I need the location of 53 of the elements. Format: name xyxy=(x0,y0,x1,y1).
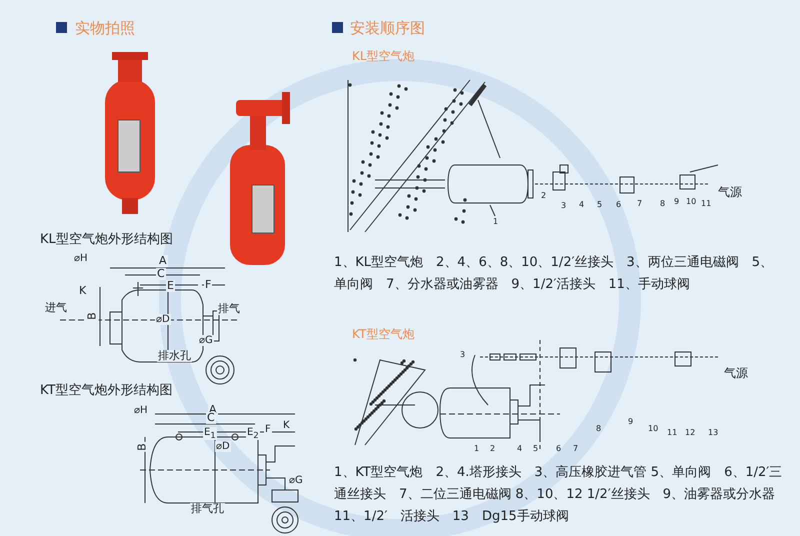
dimension-label: A xyxy=(158,255,168,268)
dimension-label: E$_{2}$ xyxy=(246,427,260,440)
callout-number: 4 xyxy=(579,201,584,210)
drawing-title: KL型空气炮外形结构图 xyxy=(40,233,173,248)
dimension-label: F xyxy=(264,424,272,435)
part-label: 进气 xyxy=(44,302,68,314)
dimension-label: E$_{1}$ xyxy=(203,427,217,440)
caption-text: 1、KL型空气炮 2、4、6、8、10、1/2′丝接头 3、两位三通电磁阀 5、单向阀 7、分水器或油雾器 9、1/2′活接头 11、手动球阀 xyxy=(334,254,774,294)
callout-number: 4 xyxy=(517,445,522,454)
dimension-label: E xyxy=(166,280,175,292)
callout-number: 6 xyxy=(556,445,562,454)
part-label: 气源 xyxy=(717,186,743,200)
callout-number: 10 xyxy=(648,425,658,434)
callout-number: 8 xyxy=(660,200,666,209)
callout-number: 5 xyxy=(597,201,602,210)
callout-number: 2 xyxy=(541,192,546,201)
part-label: 排水孔 xyxy=(157,350,192,362)
part-label: 气源 xyxy=(723,367,749,380)
caption-text: 1、KT型空气炮 2、4.塔形接头 3、高压橡胶进气管 5、单向阀 6、1/2′三通丝接头 7、二位三通电磁阀 8、10、12 1/2′丝接头 9、油雾器或分水器 11、1/2′ 活接头 13 Dg15手动球阀 xyxy=(334,464,784,526)
part-label: 排气孔 xyxy=(190,503,225,516)
callout-number: 9 xyxy=(674,198,680,207)
dimension-label: ⌀G xyxy=(288,475,304,486)
callout-number: 1 xyxy=(474,445,480,454)
drawing-title: KT型空气炮外形结构图 xyxy=(40,384,172,398)
callout-number: 6 xyxy=(616,201,622,210)
dimension-label: ⌀G xyxy=(198,335,214,346)
callout-number: 9 xyxy=(628,418,634,427)
callout-number: 3 xyxy=(460,351,466,360)
dimension-label: ⌀D xyxy=(155,314,171,325)
callout-number: 7 xyxy=(637,200,642,209)
dimension-label: C xyxy=(156,268,166,280)
callout-number: 11 xyxy=(667,429,678,438)
callout-number: 8 xyxy=(596,425,602,434)
callout-number: 1 xyxy=(493,218,498,227)
callout-number: 7 xyxy=(573,445,578,454)
section-heading: 实物拍照 xyxy=(75,20,135,36)
callout-number: 10 xyxy=(686,198,696,207)
callout-number: 2 xyxy=(490,445,496,454)
callout-number: 12 xyxy=(685,429,696,438)
drawing-title: KT型空气炮 xyxy=(352,328,414,342)
callout-number: 3 xyxy=(561,202,566,211)
callout-number: 11 xyxy=(701,200,712,209)
drawing-title: KL型空气炮 xyxy=(352,50,415,64)
callout-number: 13 xyxy=(708,429,718,438)
part-label: 排气 xyxy=(217,303,241,316)
dimension-label: ⌀H xyxy=(73,253,89,264)
section-heading: 安装顺序图 xyxy=(350,20,425,36)
dimension-label: ⌀D xyxy=(215,441,231,452)
dimension-label: C xyxy=(206,412,216,424)
dimension-label: B xyxy=(86,311,99,321)
dimension-label: ⌀H xyxy=(133,405,149,416)
dimension-label: K xyxy=(282,420,291,431)
callout-number: 5 xyxy=(533,445,538,454)
